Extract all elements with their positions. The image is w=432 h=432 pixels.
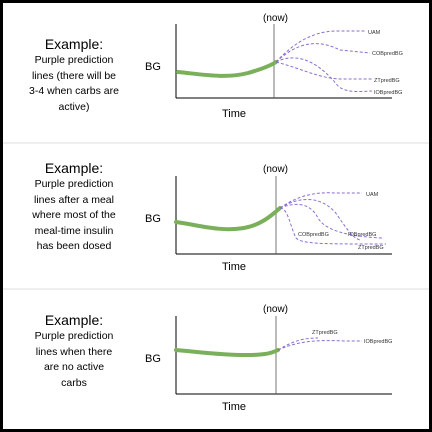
panel-3-now-label: (now)	[263, 304, 288, 315]
panel-3-description: Purple prediction lines when there are n…	[4, 329, 144, 391]
panel-2-desc-line-3: where most of the	[32, 209, 116, 221]
panel-3-iobpredbg-line	[277, 340, 362, 351]
panel-1-desc-line-4: active)	[58, 100, 90, 113]
panel-2-chart: (now) BG Time UAM COBpredBG IOBpredBG ZT…	[145, 164, 392, 273]
panel-3-x-label: Time	[222, 401, 246, 413]
panel-1-title: Example:	[44, 36, 104, 52]
panel-2-title: Example:	[44, 160, 104, 176]
panel-dividers	[3, 142, 429, 290]
panel-1-iobpredbg-label: IOBpredBG	[374, 90, 402, 96]
panel-3-ztpredbg-label: ZTpredBG	[312, 330, 338, 336]
panel-1-now-label: (now)	[263, 13, 288, 24]
panel-3-chart: (now) BG Time ZTpredBG IOBpredBG	[145, 304, 392, 413]
panel-1-bg-history-line	[176, 60, 278, 78]
panel-2-y-label: BG	[145, 213, 161, 225]
panel-1-description: Purple prediction lines (there will be 3…	[4, 53, 144, 115]
panel-2-desc-line-4: meal-time insulin	[34, 224, 114, 237]
panel-2-now-label: (now)	[263, 164, 288, 175]
panel-3-y-label: BG	[145, 353, 161, 365]
panel-3-iobpredbg-label: IOBpredBG	[364, 339, 392, 345]
panel-2-desc-line-5: has been dosed	[36, 240, 112, 252]
panel-2-uam-line	[279, 192, 362, 209]
panel-1-ztpredbg-line	[275, 61, 372, 80]
panel-1-uam-line	[275, 30, 365, 63]
panel-1-desc-line-3: 3-4 when carbs are	[29, 85, 119, 97]
panel-2-iobpredbg-label: IOBpredBG	[348, 232, 376, 238]
panel-2-iobpredbg-line	[279, 203, 383, 239]
panel-3-bg-history-line	[174, 348, 280, 358]
panel-1-desc-line-2: lines (there will be	[31, 69, 117, 82]
panel-2-cobpredbg-line-2	[279, 198, 361, 241]
panel-2-desc-line-1: Purple prediction	[34, 178, 114, 190]
panel-1-uam-label: UAM	[368, 30, 381, 36]
panel-2-ztpredbg-label: ZTpredBG	[358, 245, 384, 251]
panel-2-bg-history-line	[174, 206, 282, 232]
panel-1-chart: (now) BG Time UAM COBpredBG ZTpredBG IOB…	[145, 13, 403, 120]
panel-1-ztpredbg-label: ZTpredBG	[374, 78, 400, 84]
panel-1-cobpredbg-label: COBpredBG	[372, 51, 403, 57]
panel-3-desc-line-1: Purple prediction	[34, 330, 114, 342]
panel-1-x-label: Time	[222, 108, 246, 120]
panel-3-desc-line-2: lines when there	[35, 345, 113, 358]
panel-1-cobpredbg-line	[275, 43, 371, 63]
panel-1-desc-line-1: Purple prediction	[34, 54, 114, 66]
panel-1-iobpredbg-line	[275, 57, 373, 92]
panel-1-y-label: BG	[145, 61, 161, 73]
panel-2-desc-line-2: lines after a meal	[34, 193, 114, 206]
panel-3-ztpredbg-line	[277, 337, 319, 351]
panel-3-title: Example:	[44, 312, 104, 328]
panel-2-x-label: Time	[222, 261, 246, 273]
panel-2-ztpredbg-line	[279, 207, 387, 245]
panel-3-desc-line-3: are no active	[43, 361, 105, 373]
panel-2-uam-label: UAM	[366, 192, 379, 198]
panel-2-cobpredbg-label: COBpredBG	[298, 232, 329, 238]
panel-3-desc-line-4: carbs	[61, 376, 87, 389]
panel-2-description: Purple prediction lines after a meal whe…	[4, 177, 144, 255]
